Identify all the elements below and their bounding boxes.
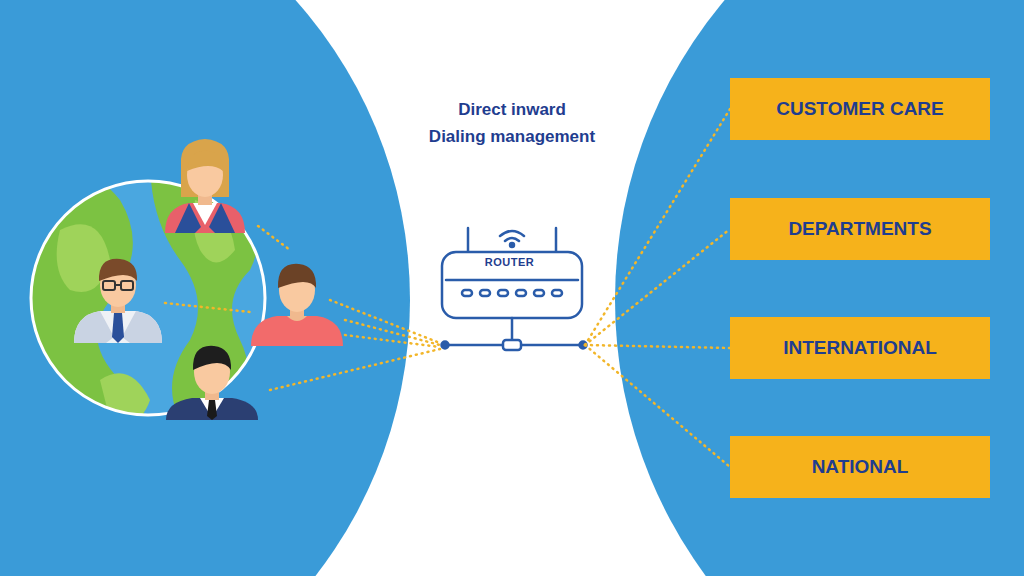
person-glasses xyxy=(74,259,162,343)
dotted-connector xyxy=(585,109,730,345)
destination-box: NATIONAL xyxy=(730,436,990,498)
router-node: ROUTER xyxy=(440,225,585,350)
box-label: DEPARTMENTS xyxy=(788,218,931,240)
person-pink-shirt xyxy=(251,264,343,346)
dotted-connector xyxy=(585,345,730,467)
diagram-title: Direct inward Dialing management xyxy=(428,96,596,150)
box-label: CUSTOMER CARE xyxy=(776,98,944,120)
box-label: NATIONAL xyxy=(812,456,909,478)
person-woman xyxy=(165,139,245,233)
device-label: ROUTER xyxy=(485,256,534,268)
destination-box: CUSTOMER CARE xyxy=(730,78,990,140)
destination-box: INTERNATIONAL xyxy=(730,317,990,379)
router-symbol xyxy=(442,228,587,350)
destination-box: DEPARTMENTS xyxy=(730,198,990,260)
globe xyxy=(20,158,265,440)
left-blue-circle xyxy=(0,0,410,576)
right-blue-circle xyxy=(615,0,1024,576)
box-label: INTERNATIONAL xyxy=(783,337,937,359)
person-businessman xyxy=(166,346,258,420)
dotted-connector xyxy=(585,345,730,348)
dotted-connector xyxy=(585,229,730,345)
